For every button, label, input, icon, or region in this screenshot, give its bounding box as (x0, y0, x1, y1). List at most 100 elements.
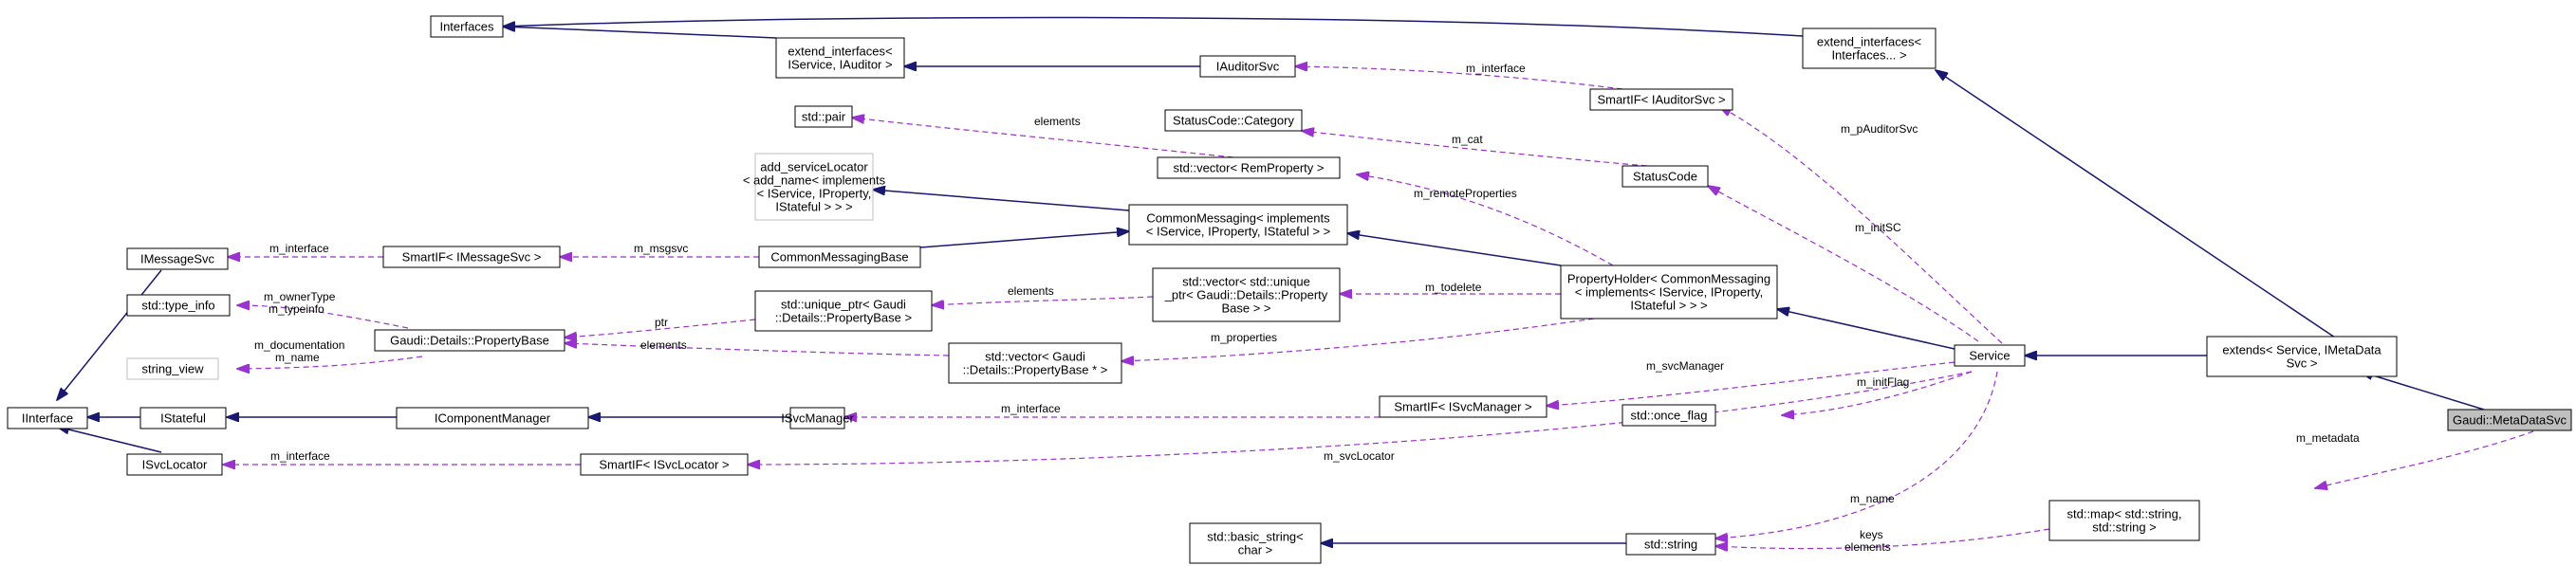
node-isvclocator[interactable]: ISvcLocator (126, 453, 223, 476)
node-iauditorsvc[interactable]: IAuditorSvc (1199, 55, 1296, 78)
edge-label-m-svclocator: m_svcLocator (1324, 449, 1395, 463)
node-smartif-imessagesvc[interactable]: SmartIF< IMessageSvc > (382, 246, 561, 268)
node-box (139, 407, 227, 429)
node-vector-propertybase-ptr[interactable]: std::vector< Gaudi::Details::PropertyBas… (948, 342, 1122, 384)
node-label-line: < add_name< implements (743, 173, 886, 188)
node-std-map-string-string[interactable]: std::map< std::string,std::string > (2048, 500, 2200, 541)
edge-service-to-smartif-isvclocator (748, 371, 1973, 465)
edge-unique-ptr-to-propertybase (565, 319, 756, 338)
node-std-basic-string-char[interactable]: std::basic_string<char > (1189, 522, 1322, 564)
node-label-line: std::string > (2092, 520, 2157, 535)
edge-ext-interfaces-dots-to-interfaces (503, 16, 1804, 37)
node-label-line: Svc > (2287, 356, 2318, 371)
node-gaudi-details-propertybase[interactable]: Gaudi::Details::PropertyBase (374, 329, 565, 352)
node-string-view[interactable]: string_view (126, 357, 219, 380)
node-box (1189, 522, 1322, 564)
node-label-line: Base > > (1221, 301, 1270, 316)
node-box (126, 294, 231, 317)
edge-label-m-typeinfo: m_typeinfo (269, 302, 324, 316)
node-label-line: std::vector< Gaudi (985, 350, 1085, 364)
node-label-line: IStateful > > > (775, 200, 852, 214)
node-service[interactable]: Service (1954, 344, 2026, 367)
node-smartif-isvcmanager[interactable]: SmartIF< ISvcManager > (1379, 395, 1547, 418)
node-std-string[interactable]: std::string (1625, 533, 1716, 556)
node-box (948, 342, 1122, 384)
node-extend-interfaces-iservice-iauditor[interactable]: extend_interfaces<IService, IAuditor > (775, 37, 905, 79)
node-iinterface[interactable]: IInterface (7, 407, 88, 429)
node-label-line: extend_interfaces< (788, 45, 892, 59)
edge-service-to-propertyholder (1777, 309, 1955, 350)
node-imessagesvc[interactable]: IMessageSvc (126, 247, 229, 270)
node-label-line: < IService, IProperty, IStateful > > (1146, 225, 1331, 239)
node-label-line: char > (1238, 543, 1273, 557)
node-label-line: extends< Service, IMetaData (2222, 343, 2381, 357)
edge-statuscode-to-category (1302, 131, 1648, 167)
node-commonmessaging[interactable]: CommonMessaging< implements< IService, I… (1128, 204, 1348, 246)
node-smartif-isvclocator[interactable]: SmartIF< ISvcLocator > (580, 453, 749, 476)
node-std-pair[interactable]: std::pair (794, 105, 853, 128)
node-label-line: SmartIF< IAuditorSvc > (1597, 93, 1725, 107)
node-box (126, 247, 229, 270)
node-box (396, 407, 589, 429)
node-box (374, 329, 565, 352)
node-unique-ptr-propertybase[interactable]: std::unique_ptr< Gaudi::Details::Propert… (754, 290, 933, 332)
edge-label-m-cat: m_cat (1452, 133, 1483, 146)
node-label-line: IMessageSvc (140, 252, 215, 266)
node-label-line: std::type_info (141, 299, 214, 313)
node-label-line: IComponentManager (435, 411, 551, 426)
node-std-type-info[interactable]: std::type_info (126, 294, 231, 317)
edge-label-m-interface-loc: m_interface (270, 449, 330, 463)
edge-vector-unique-ptr-to-unique-ptr (932, 296, 1154, 305)
node-label-line: IStateful (160, 411, 206, 426)
node-label-line: < implements< IService, IProperty, (1575, 285, 1763, 300)
node-label-line: ::Details::PropertyBase * > (963, 363, 1108, 377)
edge-label-m-remoteproperties: m_remoteProperties (1414, 187, 1517, 200)
edge-propertyholder-to-vector-propbase-ptr (1121, 318, 1595, 361)
edge-label-elements-pair: elements (1034, 115, 1081, 128)
node-label-line: ::Details::PropertyBase > (775, 311, 912, 325)
node-label-line: add_serviceLocator (760, 160, 868, 174)
node-box (126, 357, 219, 380)
node-box (1802, 27, 1937, 69)
node-add-servicelocator[interactable]: add_serviceLocator< add_name< implements… (743, 153, 886, 221)
node-vector-unique-ptr-propertybase[interactable]: std::vector< std::unique_ptr< Gaudi::Det… (1152, 267, 1341, 322)
edge-service-to-std-string (1715, 371, 1998, 539)
edge-propertybase-to-string-view (237, 356, 423, 369)
edge-label-m-interface-msg: m_interface (269, 242, 329, 255)
node-vector-remproperty[interactable]: std::vector< RemProperty > (1157, 156, 1341, 179)
node-label-line: SmartIF< ISvcLocator > (599, 458, 729, 472)
node-box (1622, 165, 1709, 188)
node-statuscode[interactable]: StatusCode (1622, 165, 1709, 188)
node-box (1128, 204, 1348, 246)
node-propertyholder[interactable]: PropertyHolder< CommonMessaging< impleme… (1560, 265, 1778, 320)
node-box (580, 453, 749, 476)
edge-isvclocator-to-iinterface (57, 427, 162, 453)
node-gaudi-metadatasvc[interactable]: Gaudi::MetaDataSvc (2447, 409, 2572, 431)
node-label-line: std::once_flag (1631, 409, 1708, 423)
node-box (7, 407, 88, 429)
edge-label-m-interface-auditor: m_interface (1466, 62, 1526, 75)
edge-label-m-pauditorsvc: m_pAuditorSvc (1841, 122, 1918, 136)
node-label-line: Interfaces... > (1831, 48, 1906, 63)
node-box (1625, 533, 1716, 556)
edge-service-to-statuscode (1708, 186, 1979, 342)
edge-map-to-std-string (1715, 528, 2050, 549)
edge-label-m-initflag: m_initFlag (1857, 375, 1909, 389)
node-isvcmanager[interactable]: ISvcManager (781, 407, 854, 429)
node-commonmessagingbase[interactable]: CommonMessagingBase (758, 246, 921, 268)
edge-label-keys: keys (1860, 528, 1883, 541)
node-box (1954, 344, 2026, 367)
node-box (430, 15, 504, 38)
node-interfaces[interactable]: Interfaces (430, 15, 504, 38)
edge-service-to-smartif-iauditorsvc (1719, 106, 2003, 344)
node-icomponentmanager[interactable]: IComponentManager (396, 407, 589, 429)
node-smartif-iauditorsvc[interactable]: SmartIF< IAuditorSvc > (1589, 88, 1733, 111)
node-box (1379, 395, 1547, 418)
node-label-line: string_view (141, 362, 204, 376)
node-std-once-flag[interactable]: std::once_flag (1622, 404, 1716, 427)
edge-label-ptr: ptr (655, 316, 668, 329)
node-statuscode-category[interactable]: StatusCode::Category (1164, 109, 1303, 132)
node-istateful[interactable]: IStateful (139, 407, 227, 429)
node-extend-interfaces-dots[interactable]: extend_interfaces<Interfaces... > (1802, 27, 1937, 69)
